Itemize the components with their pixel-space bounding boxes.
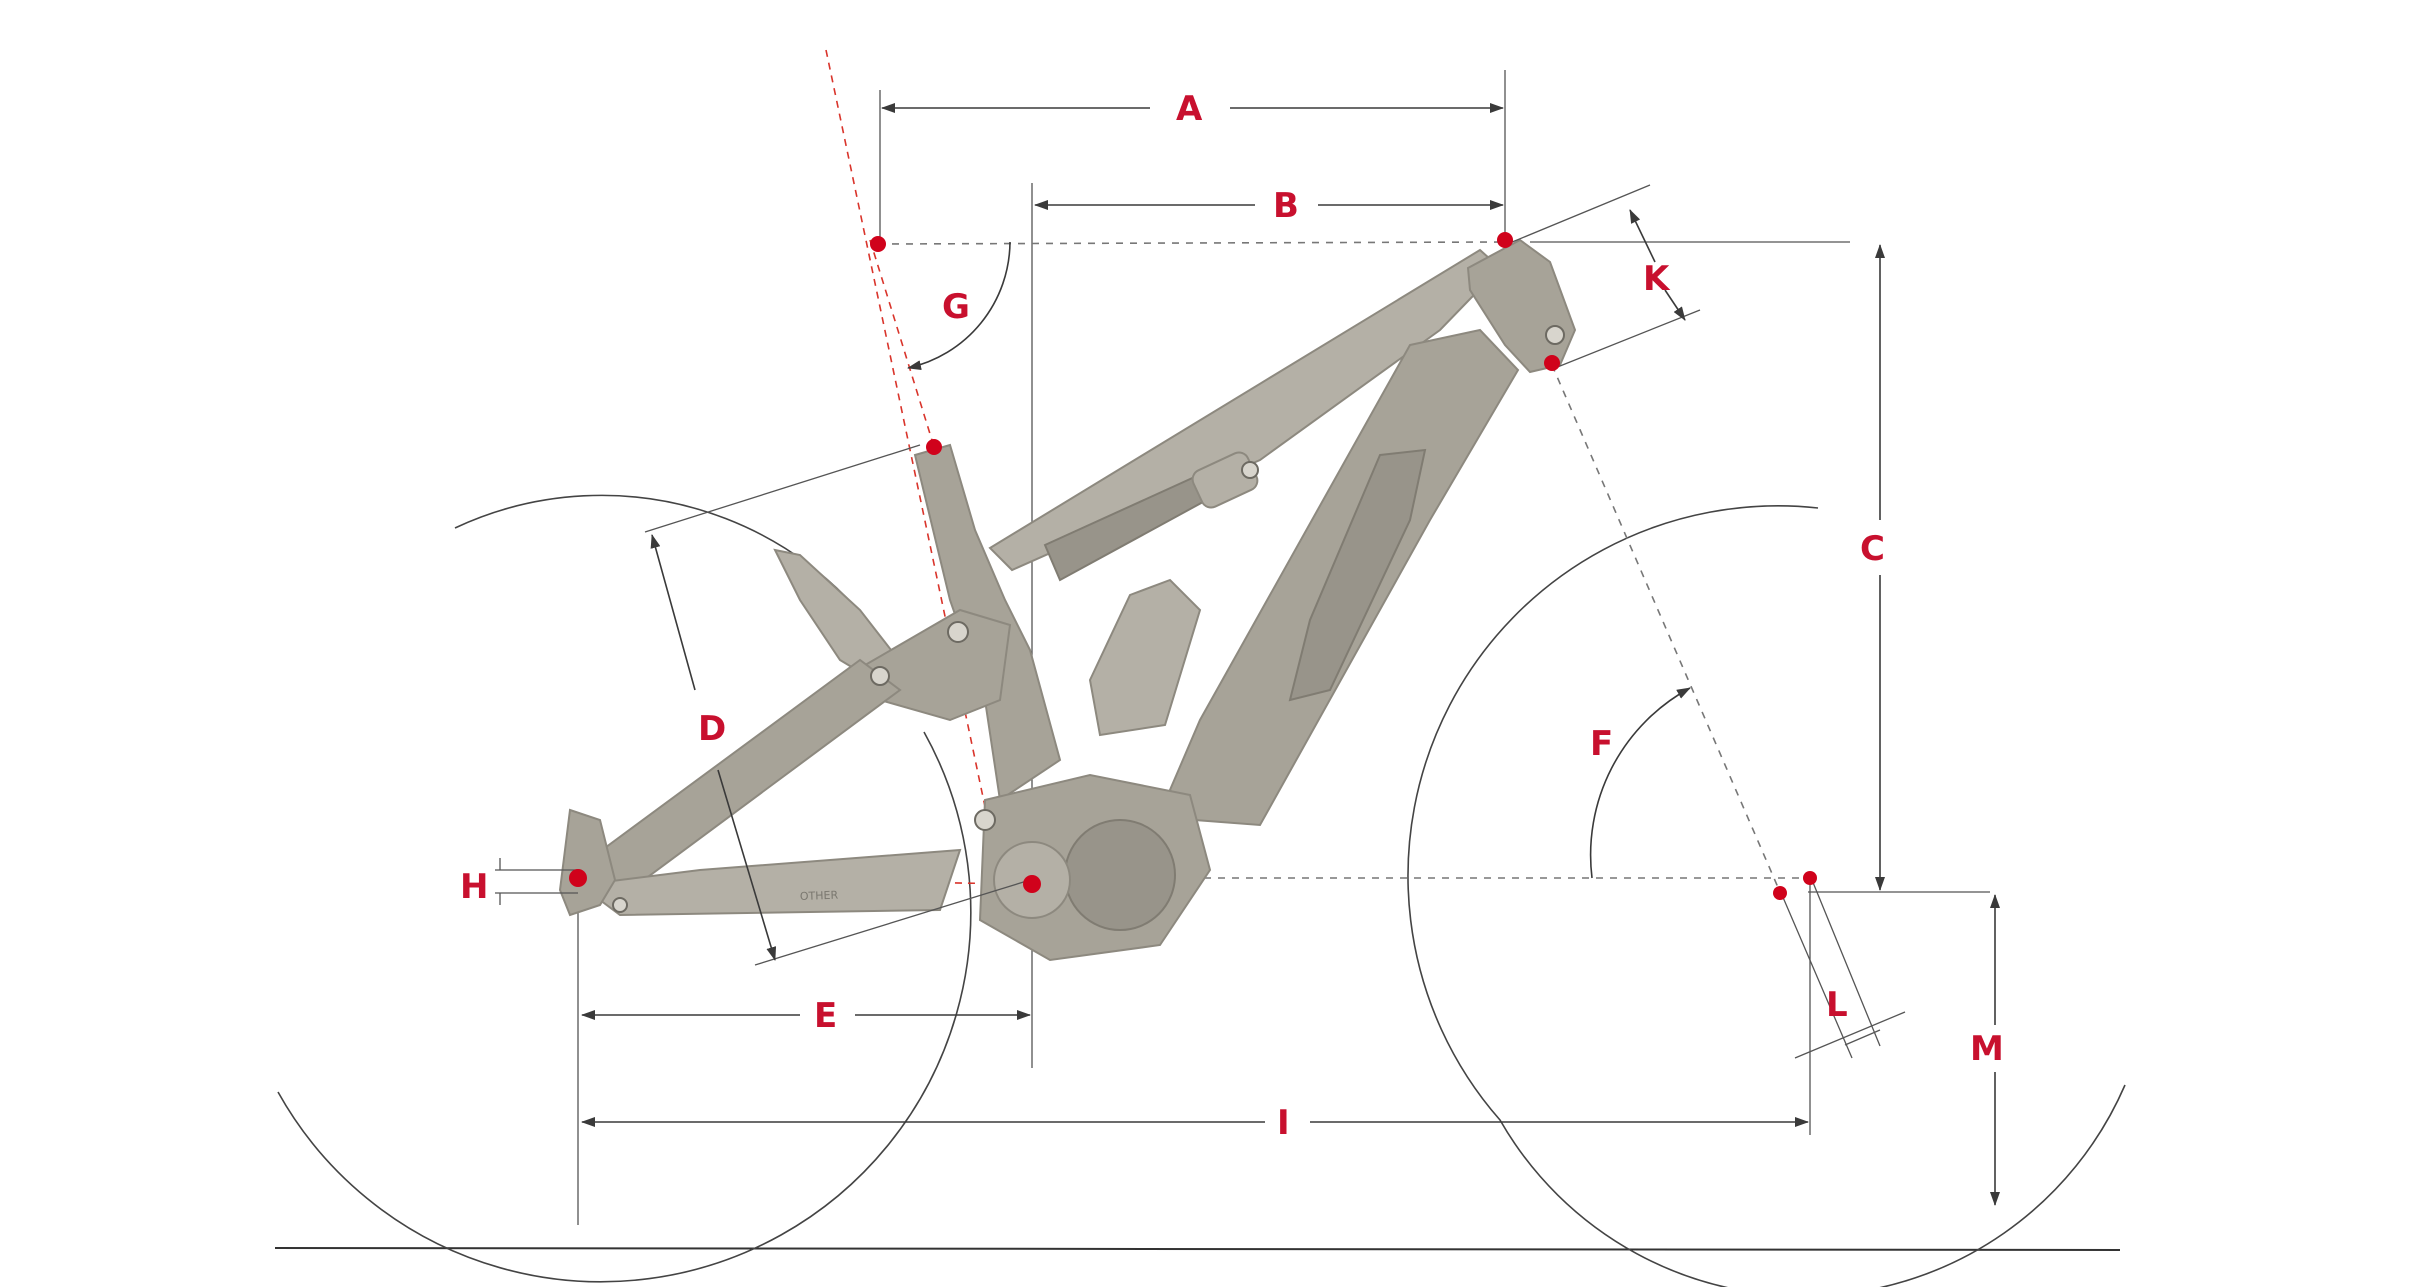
head-bottom-dot xyxy=(1544,355,1560,371)
label-f: F xyxy=(1590,724,1613,764)
dim-d-upper xyxy=(650,534,696,691)
label-b: B xyxy=(1273,186,1299,226)
dim-d-ext-bottom xyxy=(754,879,1031,966)
dim-d-ext-top xyxy=(644,444,921,533)
angle-f-arc xyxy=(1589,687,1691,879)
seat-axis-red-dash xyxy=(825,49,1001,879)
label-a: A xyxy=(1176,89,1203,129)
dim-l-ext-4 xyxy=(1844,1029,1881,1046)
front-wheel-arc xyxy=(1407,505,2126,1287)
front-axle-dot xyxy=(1803,871,1817,885)
dim-k-lower xyxy=(1664,289,1686,321)
seat-top-dot xyxy=(870,236,886,252)
label-i: I xyxy=(1277,1103,1290,1143)
head-top-dot xyxy=(1497,232,1513,248)
ground-line xyxy=(274,1247,2121,1251)
label-c: C xyxy=(1860,529,1885,569)
dim-l-ext-2 xyxy=(1811,879,1881,1047)
rear-axle-dot xyxy=(569,869,587,887)
label-h: H xyxy=(460,867,488,907)
angle-g-arc xyxy=(907,241,1011,371)
dim-k-upper xyxy=(1629,209,1656,263)
label-e: E xyxy=(814,996,837,1036)
dim-d-lower xyxy=(717,769,777,961)
bb-dot xyxy=(1023,875,1041,893)
rear-wheel-arc-lower xyxy=(277,731,972,1283)
bike-frame xyxy=(558,238,1577,962)
label-d: D xyxy=(698,709,726,749)
label-l: L xyxy=(1826,985,1848,1025)
label-g: G xyxy=(942,287,970,327)
downtube-graphic-text: OTHER xyxy=(800,889,839,903)
fork-axis-dot xyxy=(1773,886,1787,900)
dim-k-ext-top xyxy=(1504,184,1651,246)
dim-l-ext-1 xyxy=(1781,894,1853,1059)
dim-k-ext-bottom xyxy=(1554,309,1701,369)
seat-axis-red-dash-2 xyxy=(869,239,936,451)
dim-l-ext-3 xyxy=(1794,1011,1906,1059)
label-m: M xyxy=(1970,1029,2004,1069)
top-dash-line xyxy=(877,241,1503,245)
label-k: K xyxy=(1643,259,1671,299)
head-angle-dash xyxy=(1551,364,1781,893)
seat-clamp-dot xyxy=(926,439,942,455)
